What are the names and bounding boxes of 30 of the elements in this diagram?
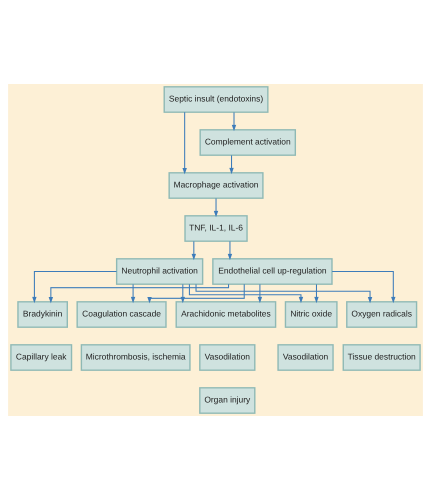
node-box: Organ injury <box>199 387 256 414</box>
arrow <box>314 284 319 304</box>
node-box: Microthrombosis, ischemia <box>80 344 191 371</box>
arrow <box>32 270 117 304</box>
arrow <box>232 112 236 132</box>
node-box: Vasodilation <box>199 344 256 371</box>
arrow <box>196 284 372 304</box>
node-box: Nitric oxide <box>284 301 338 328</box>
node-box: Complement activation <box>199 129 296 156</box>
arrow <box>192 241 196 260</box>
node-box: Endothelial cell up-regulation <box>212 258 333 285</box>
node-box: Septic insult (endotoxins) <box>164 86 269 113</box>
arrow <box>130 284 136 304</box>
node-box: Vasodilation <box>277 344 334 371</box>
node-box: Neutrophil activation <box>116 258 204 285</box>
arrow <box>188 284 304 304</box>
arrow <box>258 284 262 304</box>
node-box: Coagulation cascade <box>76 301 167 328</box>
arrow <box>182 112 187 174</box>
node-box: Capillary leak <box>10 344 72 371</box>
node-box: Arachidonic metabolites <box>176 301 276 328</box>
arrow <box>332 270 396 304</box>
node-box: Tissue destruction <box>342 344 421 371</box>
arrow <box>214 198 218 218</box>
node-box: TNF, IL-1, IL-6 <box>184 215 248 242</box>
node-box: Oxygen radicals <box>346 301 418 328</box>
node-box: Bradykinin <box>17 301 68 328</box>
arrow <box>229 155 234 174</box>
arrow <box>228 241 232 260</box>
node-box: Macrophage activation <box>168 172 264 199</box>
